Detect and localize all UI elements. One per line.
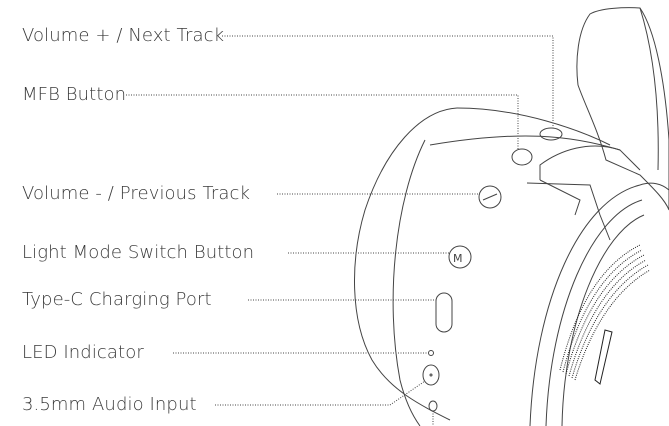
label-led: LED Indicator xyxy=(22,342,144,363)
volume-down-button xyxy=(478,185,502,209)
audio-jack xyxy=(422,364,440,386)
label-mfb-button: MFB Button xyxy=(22,84,127,105)
light-mode-button xyxy=(448,245,472,269)
face-plate xyxy=(529,184,641,426)
label-light-mode: Light Mode Switch Button xyxy=(22,242,255,263)
label-audio-input: 3.5mm Audio Input xyxy=(22,394,197,415)
leader-lines xyxy=(126,35,554,426)
type-c-port xyxy=(435,292,453,333)
light-mode-glyph: M xyxy=(453,252,463,265)
headband xyxy=(576,7,669,211)
volume-up-button xyxy=(539,127,563,141)
label-type-c: Type-C Charging Port xyxy=(22,289,212,310)
mfb-button xyxy=(511,148,533,166)
led-indicator xyxy=(428,350,434,356)
label-volume-down: Volume - / Previous Track xyxy=(22,183,251,204)
label-volume-up: Volume + / Next Track xyxy=(22,25,225,46)
earcup-shell xyxy=(354,107,458,421)
